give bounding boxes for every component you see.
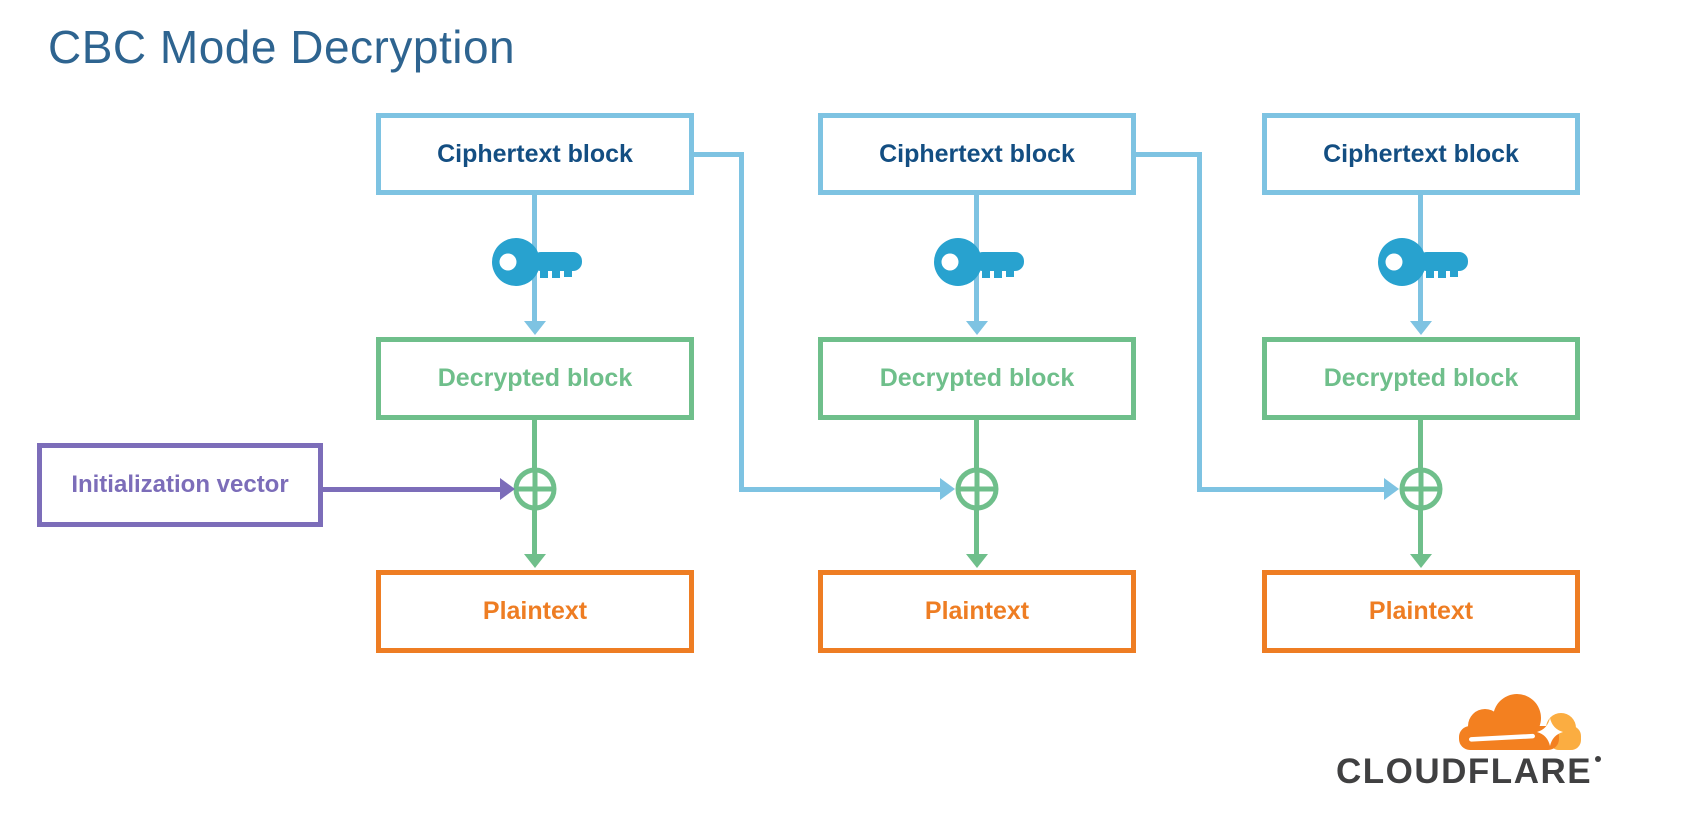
decrypted-block-2-label: Decrypted block <box>879 364 1075 392</box>
connector-c2-h-top <box>1133 152 1202 157</box>
ciphertext-block-3: Ciphertext block <box>1262 113 1580 195</box>
arrowhead-down-green-2 <box>966 554 988 568</box>
plaintext-block-3-label: Plaintext <box>1368 597 1474 625</box>
plaintext-block-1: Plaintext <box>376 570 694 653</box>
xor-circle-plus-icon <box>513 467 557 511</box>
page-title: CBC Mode Decryption <box>48 21 516 73</box>
ciphertext-block-3-label: Ciphertext block <box>1323 139 1519 168</box>
ciphertext-block-1-label: Ciphertext block <box>437 139 633 168</box>
plaintext-block-1-label: Plaintext <box>482 597 588 625</box>
connector-c1-vertical <box>739 152 744 492</box>
xor-circle-plus-icon <box>955 467 999 511</box>
arrowhead-down-green-3 <box>1410 554 1432 568</box>
arrowhead-right-to-xor-2 <box>940 478 955 500</box>
initialization-vector-label: Initialization vector <box>71 471 289 498</box>
decrypted-block-1-label: Decrypted block <box>437 364 633 392</box>
key-icon <box>1376 233 1472 287</box>
key-icon <box>490 233 586 287</box>
key-icon <box>932 233 1028 287</box>
trademark-dot-icon <box>1595 756 1602 762</box>
decrypted-block-1: Decrypted block <box>376 337 694 420</box>
arrowhead-down-2 <box>966 321 988 335</box>
decrypted-block-2: Decrypted block <box>818 337 1136 420</box>
arrowhead-right-to-xor-1 <box>500 478 515 500</box>
ciphertext-block-2: Ciphertext block <box>818 113 1136 195</box>
cloudflare-brand-text: CLOUDFLARE <box>1336 752 1593 791</box>
plaintext-block-3: Plaintext <box>1262 570 1580 653</box>
connector-c2-vertical <box>1197 152 1202 492</box>
decrypted-block-3: Decrypted block <box>1262 337 1580 420</box>
xor-circle-plus-icon <box>1399 467 1443 511</box>
ciphertext-block-2-label: Ciphertext block <box>879 139 1075 168</box>
arrowhead-down-1 <box>524 321 546 335</box>
arrowhead-down-green-1 <box>524 554 546 568</box>
decrypted-block-3-label: Decrypted block <box>1323 364 1519 392</box>
initialization-vector-block: Initialization vector <box>37 443 323 527</box>
iv-arrow-line <box>321 487 500 492</box>
arrowhead-right-to-xor-3 <box>1384 478 1399 500</box>
cloudflare-wordmark: CLOUDFLARE <box>1336 752 1602 792</box>
connector-c1-h-bottom <box>739 487 940 492</box>
plaintext-block-2-label: Plaintext <box>924 597 1030 625</box>
connector-c2-h-bottom <box>1197 487 1384 492</box>
plaintext-block-2: Plaintext <box>818 570 1136 653</box>
connector-c1-h-top <box>691 152 744 157</box>
ciphertext-block-1: Ciphertext block <box>376 113 694 195</box>
arrowhead-down-3 <box>1410 321 1432 335</box>
cloudflare-cloud-logo-icon <box>1453 692 1583 752</box>
